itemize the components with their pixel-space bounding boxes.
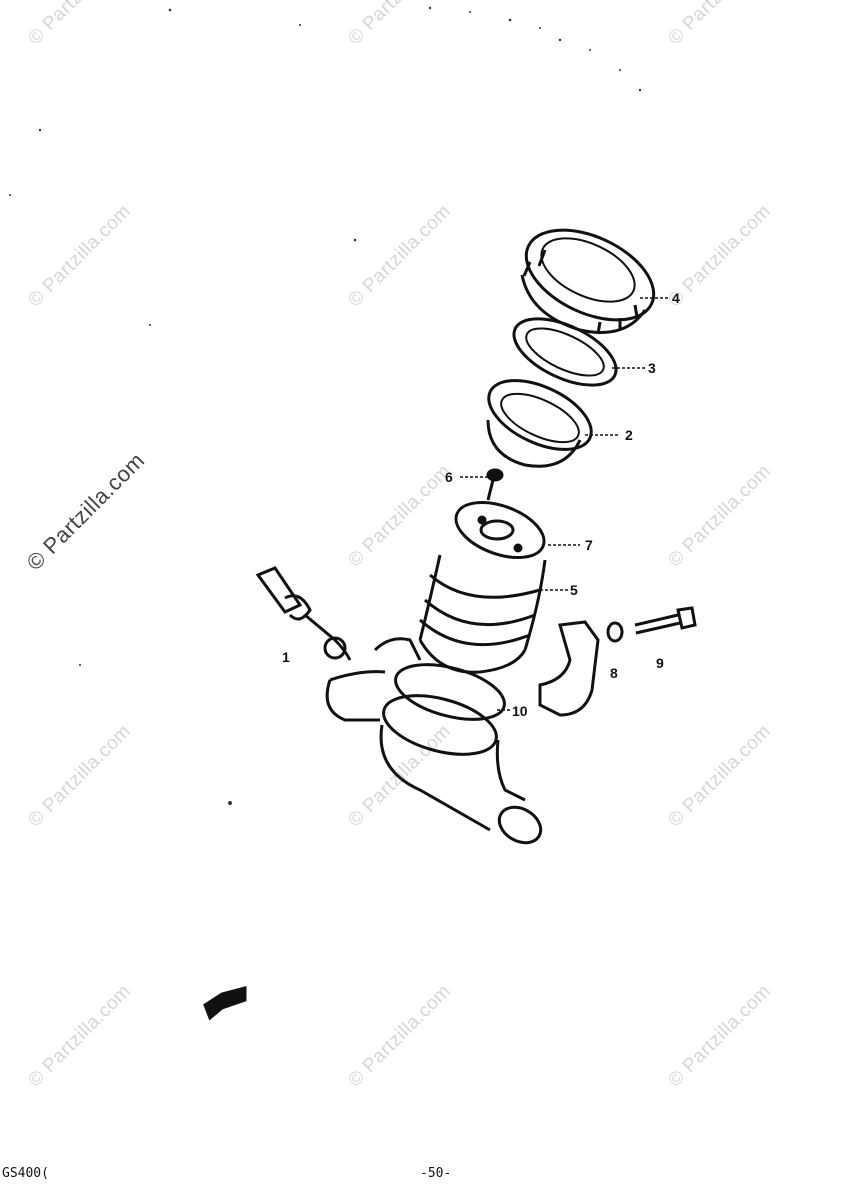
master-cylinder-body xyxy=(325,637,543,845)
callout-2: 2 xyxy=(625,427,633,443)
diaphragm-part xyxy=(486,379,593,468)
reservoir-plate-part xyxy=(512,317,618,387)
callout-3: 3 xyxy=(648,360,656,376)
scan-noise xyxy=(9,6,642,805)
piston-assembly-part xyxy=(255,566,352,661)
callout-4: 4 xyxy=(672,290,680,306)
reservoir-cover-part xyxy=(454,501,546,559)
callout-7: 7 xyxy=(585,537,593,553)
footer-page-number: -50- xyxy=(420,1166,452,1181)
footer-model: GS400( xyxy=(2,1166,49,1181)
screw-part xyxy=(486,468,504,501)
leader-lines xyxy=(460,297,668,711)
callout-5: 5 xyxy=(570,582,578,598)
o-ring-part xyxy=(394,663,506,721)
reservoir-body-part xyxy=(418,554,547,674)
callout-8: 8 xyxy=(610,665,618,681)
direction-arrow-icon xyxy=(203,986,247,1021)
callout-9: 9 xyxy=(656,655,664,671)
callout-1: 1 xyxy=(282,649,290,665)
callout-10: 10 xyxy=(512,703,528,719)
clamp-part xyxy=(538,620,600,717)
callout-6: 6 xyxy=(445,469,453,485)
bolt-part xyxy=(634,606,697,635)
washer-part xyxy=(606,621,624,643)
